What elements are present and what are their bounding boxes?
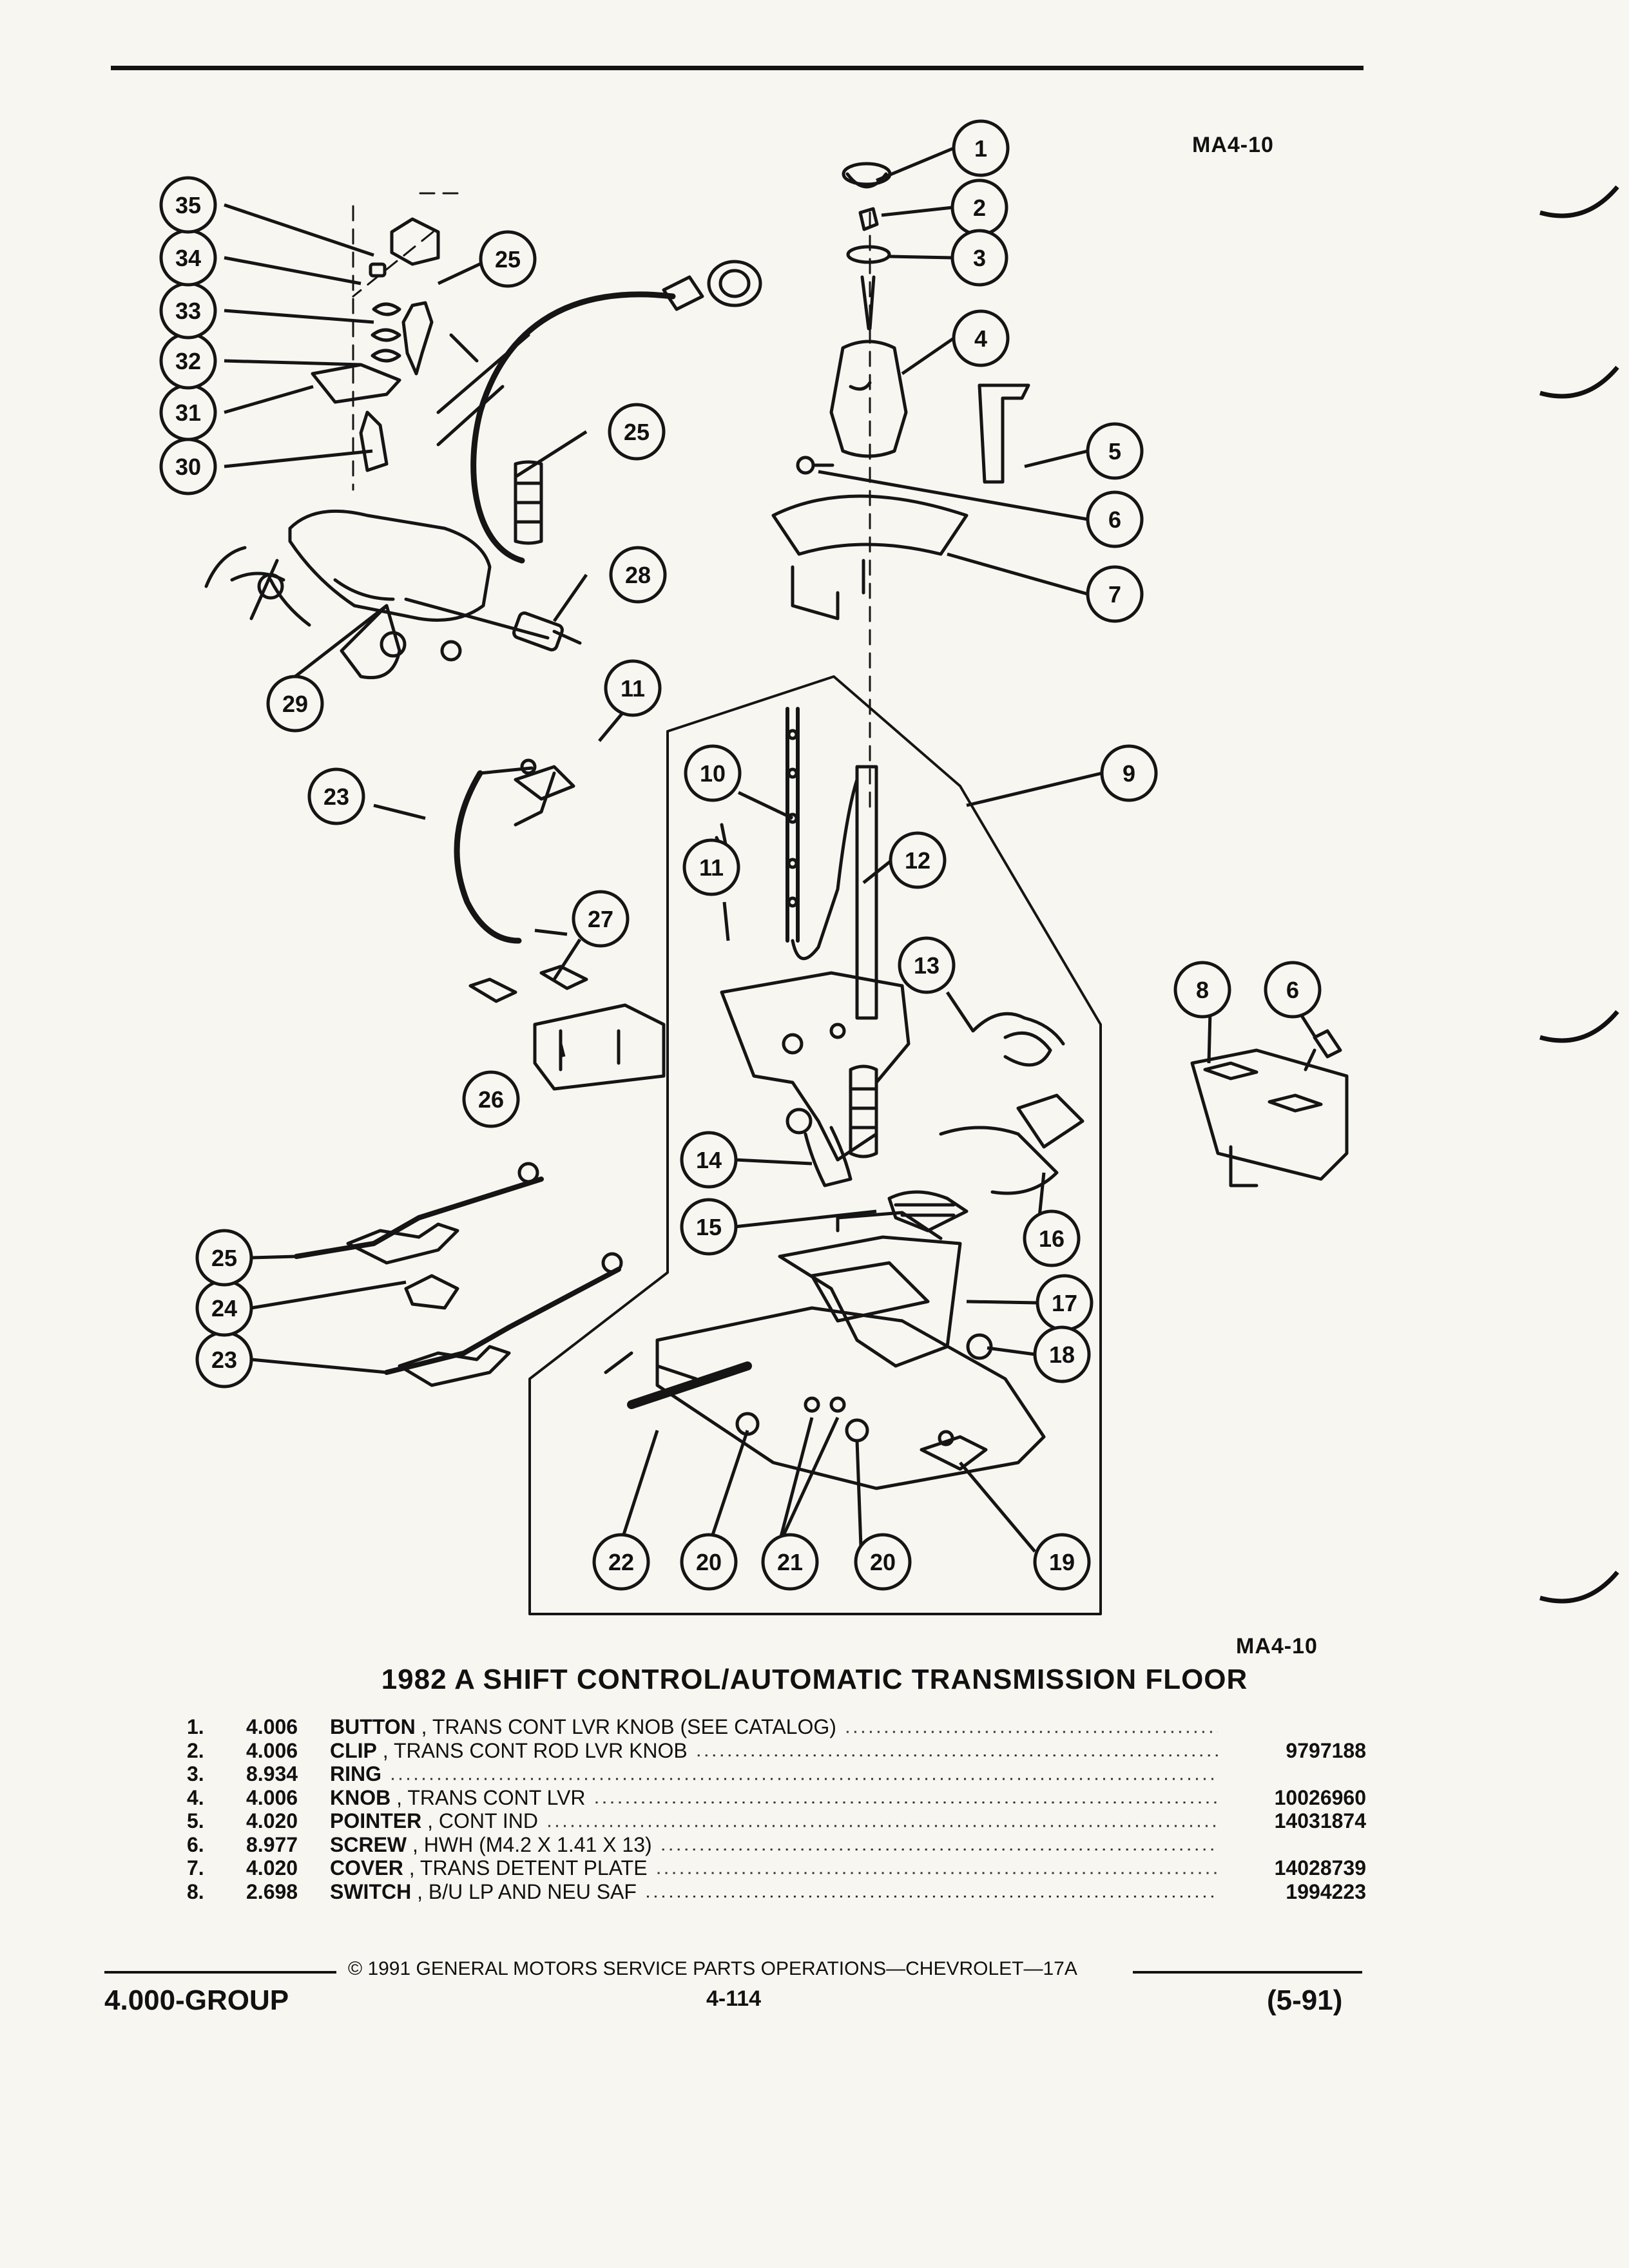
parts-row: 2. 4.006 CLIP , TRANS CONT ROD LVR KNOB … (187, 1738, 1366, 1762)
callout-label: 20 (696, 1549, 722, 1575)
parts-row: 7. 4.020 COVER , TRANS DETENT PLATE 1402… (187, 1856, 1366, 1879)
callout-label: 23 (211, 1347, 237, 1373)
callout-label: 7 (1108, 581, 1121, 608)
callout-label: 25 (211, 1245, 237, 1271)
revision-date: (5-91) (1267, 1984, 1343, 2016)
callout-label: 21 (777, 1549, 803, 1575)
callout-26 (462, 1070, 520, 1128)
callout-label: 8 (1196, 977, 1209, 1003)
callout-10 (684, 744, 742, 802)
callout-label: 19 (1049, 1549, 1075, 1575)
callout-15 (680, 1198, 738, 1256)
parts-list: 1. 4.006 BUTTON , TRANS CONT LVR KNOB (S… (187, 1715, 1366, 1903)
callout-label: 22 (608, 1549, 634, 1575)
callout-label: 30 (175, 454, 201, 480)
callout-label: 6 (1108, 506, 1121, 533)
binder-mark-lower (1539, 1570, 1619, 1604)
callout-25b (479, 230, 537, 288)
exploded-parts-diagram: 1 2 3 4 5 6 7 9 10 11 12 13 14 15 16 17 … (159, 119, 1349, 1615)
callout-label: 28 (625, 562, 651, 588)
callout-label: 2 (973, 195, 986, 221)
callout-35 (159, 176, 217, 234)
callout-label: 3 (973, 245, 986, 271)
callout-label: 32 (175, 348, 201, 374)
callout-1 (952, 119, 1010, 177)
top-rule (111, 66, 1364, 70)
parts-row: 1. 4.006 BUTTON , TRANS CONT LVR KNOB (S… (187, 1715, 836, 1738)
parts-row: 3. 8.934 RING (187, 1762, 381, 1785)
parts-row: 4. 4.006 KNOB , TRANS CONT LVR 10026960 (187, 1785, 1366, 1809)
callout-20b (854, 1533, 912, 1591)
callout-label: 4 (974, 325, 987, 352)
callout-label: 10 (700, 760, 726, 787)
figure-ref-bottom: MA4-10 (1236, 1634, 1318, 1658)
callout-label: 14 (696, 1147, 722, 1173)
callout-6b (1264, 961, 1322, 1019)
assembly-box (528, 675, 1102, 1615)
callout-14 (680, 1131, 738, 1189)
callout-21 (761, 1533, 819, 1591)
callout-label: 1 (974, 135, 987, 162)
callout-label: 34 (175, 245, 201, 271)
callout-label: 5 (1108, 438, 1121, 465)
callout-11a (682, 838, 740, 896)
callout-label: 27 (588, 906, 613, 932)
callout-label: 11 (621, 675, 645, 702)
callout-19 (1033, 1533, 1091, 1591)
callout-label: 25 (624, 419, 650, 445)
callout-16 (1023, 1209, 1081, 1267)
callout-18 (1033, 1325, 1091, 1383)
callout-label: 29 (282, 691, 308, 717)
copyright-line: © 1991 GENERAL MOTORS SERVICE PARTS OPER… (348, 1958, 1077, 1979)
callout-5 (1086, 422, 1144, 480)
callout-11b (604, 659, 662, 717)
callout-label: 16 (1039, 1225, 1065, 1252)
callout-label: 13 (914, 952, 940, 979)
callout-label: 35 (175, 192, 201, 218)
callout-8 (1173, 961, 1231, 1019)
callout-label: 12 (905, 847, 930, 874)
callout-label: 15 (696, 1214, 722, 1240)
callout-4 (952, 309, 1010, 367)
callout-28 (609, 546, 667, 604)
callout-label: 6 (1286, 977, 1299, 1003)
callout-label: 25 (495, 246, 521, 273)
callout-label: 20 (870, 1549, 896, 1575)
parts-row: 6. 8.977 SCREW , HWH (M4.2 X 1.41 X 13) (187, 1832, 652, 1856)
callout-25a (195, 1229, 253, 1287)
page-number: 4-114 (706, 1986, 762, 2011)
callout-27 (572, 890, 630, 948)
callout-label: 23 (323, 783, 349, 810)
callout-6 (1086, 490, 1144, 548)
callout-label: 17 (1052, 1290, 1077, 1316)
callout-12 (889, 831, 947, 889)
callout-23a (307, 767, 365, 825)
callout-13 (898, 936, 956, 994)
callout-29 (266, 675, 324, 733)
callout-9 (1100, 744, 1158, 802)
callout-label: 33 (175, 298, 201, 324)
parts-row: 5. 4.020 POINTER , CONT IND 14031874 (187, 1809, 1366, 1832)
callout-20a (680, 1533, 738, 1591)
callout-label: 18 (1049, 1341, 1075, 1368)
callout-label: 26 (478, 1086, 504, 1113)
footer-rule-left (104, 1971, 336, 1974)
callout-label: 24 (211, 1295, 237, 1321)
footer-rule-right (1133, 1971, 1362, 1974)
group-label: 4.000-GROUP (104, 1984, 289, 2016)
figure-ref-top: MA4-10 (1192, 133, 1274, 157)
callout-label: 31 (175, 399, 201, 426)
callout-25c (608, 403, 666, 461)
callout-label: 11 (699, 854, 724, 881)
callout-22 (592, 1533, 650, 1591)
parts-row: 8. 2.698 SWITCH , B/U LP AND NEU SAF 199… (187, 1879, 1366, 1903)
binder-marks (1539, 185, 1619, 1043)
callout-3 (950, 229, 1008, 287)
callout-label: 9 (1123, 760, 1135, 787)
callout-7 (1086, 565, 1144, 623)
parts-list-title: 1982 A SHIFT CONTROL/AUTOMATIC TRANSMISS… (381, 1664, 1248, 1695)
